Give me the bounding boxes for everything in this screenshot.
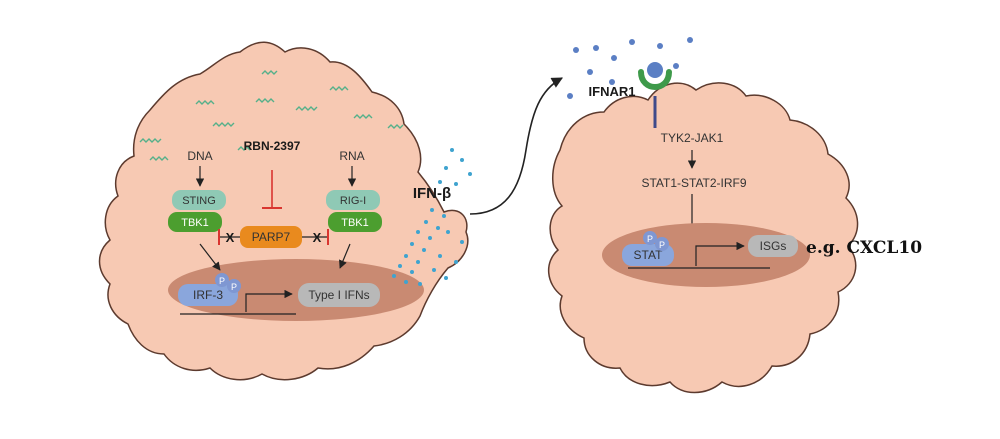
stat-complex-label: STAT1-STAT2-IRF9 — [641, 176, 746, 190]
ifnar1-receptor-cup — [638, 69, 672, 90]
tbk1-right-label: TBK1 — [341, 217, 369, 229]
sting-box — [172, 190, 226, 210]
ifn-beta-dot — [428, 236, 432, 240]
cxcl10-example-label: e.g. CXCL10 — [806, 238, 922, 258]
rna-label: RNA — [339, 149, 364, 163]
rna-squiggle — [212, 122, 235, 127]
tbk1-left-box — [168, 212, 222, 232]
ifn-beta-dot — [450, 148, 454, 152]
ifn-beta-bound-ligand — [647, 62, 663, 78]
ifn-dots — [392, 148, 472, 286]
phospho-circle — [655, 237, 669, 251]
ligand-dot — [629, 39, 635, 45]
parp7-box — [240, 226, 302, 248]
tyk2-jak1-label: TYK2-JAK1 — [661, 131, 724, 145]
left-promoter-arrow — [245, 289, 293, 312]
rigi-box — [326, 190, 380, 210]
tbk1-right-box — [328, 212, 382, 232]
phospho-circle — [227, 279, 241, 293]
ifn-beta-dot — [422, 248, 426, 252]
dna-label: DNA — [187, 149, 212, 163]
ifn-beta-dot — [438, 180, 442, 184]
ifn-beta-dot — [438, 254, 442, 258]
isgs-box — [748, 235, 798, 257]
ifn-beta-secretion: IFN-β — [392, 77, 563, 286]
ifn-beta-dot — [416, 230, 420, 234]
rna-squiggle — [139, 138, 162, 143]
ifn-beta-dot — [444, 276, 448, 280]
irf3-label: IRF-3 — [193, 288, 223, 302]
ifn-beta-dot — [454, 260, 458, 264]
left-cell: DNA STING TBK1 RNA RIG-I TBK1 RBN-2397 P… — [98, 41, 469, 381]
tbk1-left-label: TBK1 — [181, 217, 209, 229]
irf3-box — [178, 284, 238, 306]
ligand-dot — [593, 45, 599, 51]
ligand-dot — [687, 37, 693, 43]
stat-label: STAT — [634, 248, 664, 262]
ligand-dot — [611, 55, 617, 61]
tbk1-left-to-irf3-arrow — [199, 243, 221, 271]
rna-squiggle — [261, 70, 278, 75]
ifn-beta-dot — [404, 280, 408, 284]
ifn-beta-dot — [424, 220, 428, 224]
rna-squiggle — [329, 86, 349, 91]
isgs-label: ISGs — [760, 239, 787, 253]
ifn-beta-dot — [430, 208, 434, 212]
phospho-label: P — [647, 234, 653, 244]
rna-squiggle — [149, 156, 169, 161]
rna-squiggle — [387, 124, 404, 129]
ligand-dot — [609, 79, 615, 85]
ifn-beta-dot — [454, 182, 458, 186]
ifn-beta-to-receptor-arrow — [469, 77, 563, 215]
ifn-beta-dot — [460, 240, 464, 244]
ligand-dot — [673, 63, 679, 69]
ifn-beta-dot — [398, 264, 402, 268]
rbn2397-label: RBN-2397 — [244, 139, 301, 153]
ligand-dot — [587, 69, 593, 75]
rna-squiggle — [353, 114, 373, 119]
rna-squiggle — [255, 98, 275, 103]
right-promoter-arrow — [695, 241, 745, 266]
block-mark-right: X — [313, 230, 322, 245]
ifn-beta-dot — [392, 274, 396, 278]
tbk1-right-to-nucleus-arrow — [339, 243, 351, 269]
ifn-beta-label: IFN-β — [413, 185, 451, 202]
rna-squiggle — [237, 146, 251, 151]
phospho-circle — [643, 231, 657, 245]
ligand-dot — [573, 47, 579, 53]
ifn-beta-dot — [468, 172, 472, 176]
ifn-beta-dot — [416, 260, 420, 264]
phospho-label: P — [231, 282, 237, 292]
ifn-beta-dot — [446, 230, 450, 234]
ifn-beta-dot — [460, 158, 464, 162]
type1-ifn-label: Type I IFNs — [308, 288, 369, 302]
right-cell: IFNAR1 TYK2-JAK1 STAT1-STAT2-IRF9 STAT P… — [548, 37, 859, 394]
parp7-label: PARP7 — [252, 230, 291, 244]
left-cell-membrane — [98, 41, 469, 381]
phospho-label: P — [219, 276, 225, 286]
ifn-beta-dot — [418, 282, 422, 286]
rna-squiggle — [195, 100, 215, 105]
ligand-dot — [657, 43, 663, 49]
ligand-dot — [567, 93, 573, 99]
ifn-beta-dot — [432, 268, 436, 272]
phospho-label: P — [659, 240, 665, 250]
sting-label: STING — [182, 195, 216, 207]
ifn-beta-dot — [442, 214, 446, 218]
ifn-beta-dot — [410, 270, 414, 274]
ifnar1-label: IFNAR1 — [589, 84, 636, 99]
phospho-circle — [215, 273, 229, 287]
ligand-dots — [567, 37, 693, 99]
block-mark-left: X — [226, 230, 235, 245]
ifn-beta-dot — [404, 254, 408, 258]
rna-squiggle — [295, 106, 318, 111]
ifn-beta-dot — [436, 226, 440, 230]
rigi-label: RIG-I — [340, 195, 366, 207]
rna-fragments — [139, 70, 404, 161]
ifn-beta-dot — [410, 242, 414, 246]
ifn-beta-dot — [444, 166, 448, 170]
type1-ifn-box — [298, 283, 380, 307]
